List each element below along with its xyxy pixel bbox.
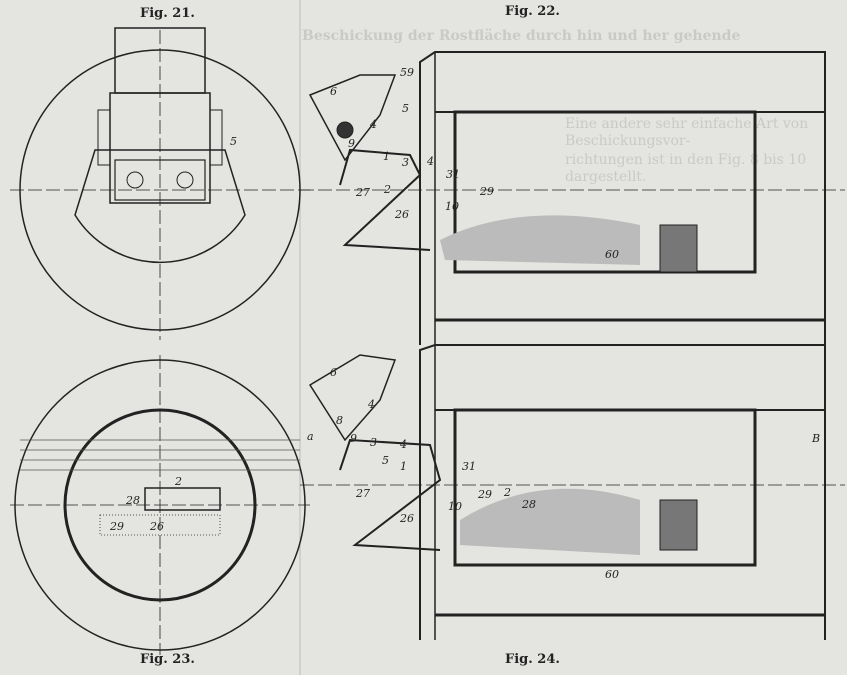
fig23-label: 26	[149, 520, 164, 533]
fig22-label: 3	[402, 156, 409, 169]
fig24-label: 29	[477, 488, 492, 501]
fig22-label: 10	[445, 200, 459, 213]
fig23-label: 2	[174, 475, 182, 488]
fig24-drawing: 6 4 8 9 3 5 4 1 31 27 26 10 29 2 28 60 a…	[300, 344, 845, 640]
bleed-through-heading: Beschickung der Rostfläche durch hin und…	[302, 28, 741, 44]
fig24-caption: Fig. 24.	[505, 652, 560, 667]
fig24-label: 1	[400, 460, 407, 473]
fig24-label: 6	[330, 366, 337, 379]
bleed-through-line: Eine andere sehr einfache Art von Beschi…	[565, 116, 809, 149]
fig24-label: 9	[350, 432, 357, 445]
fig24-label: 4	[399, 438, 407, 451]
fig24-label: 27	[355, 487, 370, 500]
fig22-label: 5	[402, 102, 409, 115]
fig24-label: 28	[521, 498, 536, 511]
fig21-label: 5	[230, 135, 237, 148]
fig24-label: 60	[605, 568, 619, 581]
fig24-label: a	[307, 430, 314, 443]
fig24-label: 5	[382, 454, 389, 467]
fig22-label: 59	[400, 66, 414, 79]
fig21-caption: Fig. 21.	[140, 6, 195, 21]
fig23-label: 28	[125, 494, 140, 507]
fig22-label: 6	[330, 85, 337, 98]
fig22-label: 2	[383, 183, 391, 196]
fig22-label: 4	[426, 155, 434, 168]
fig22-label: 4	[369, 118, 377, 131]
fig24-label: 10	[448, 500, 462, 513]
fig24-label: 31	[462, 460, 476, 473]
fig21-drawing: 5	[10, 27, 310, 340]
fig22-label: 60	[605, 248, 619, 261]
bleed-through-line: richtungen ist in den Fig. 8 bis 10 darg…	[565, 152, 807, 185]
fig22-label: 26	[394, 208, 409, 221]
fig22-drawing: 6 4 59 5 9 1 3 4 27 2 31 29 10 26 60	[300, 51, 845, 345]
fig22-caption: Fig. 22.	[505, 4, 560, 19]
fig23-drawing: 2 28 29 26	[10, 355, 310, 655]
fig23-label: 29	[109, 520, 124, 533]
fig22-label: 27	[355, 186, 370, 199]
fig22-label: 9	[348, 137, 355, 150]
fig24-label: 3	[370, 436, 377, 449]
fig22-label: 29	[479, 185, 494, 198]
fig24-label: 4	[367, 398, 375, 411]
fig24-label: B	[811, 432, 820, 445]
fig23-caption: Fig. 23.	[140, 652, 195, 667]
fig22-label: 31	[446, 168, 460, 181]
fig24-label: 8	[336, 414, 343, 427]
fig24-label: 26	[399, 512, 414, 525]
fig24-label: 2	[503, 486, 511, 499]
fig22-label: 1	[383, 150, 390, 163]
